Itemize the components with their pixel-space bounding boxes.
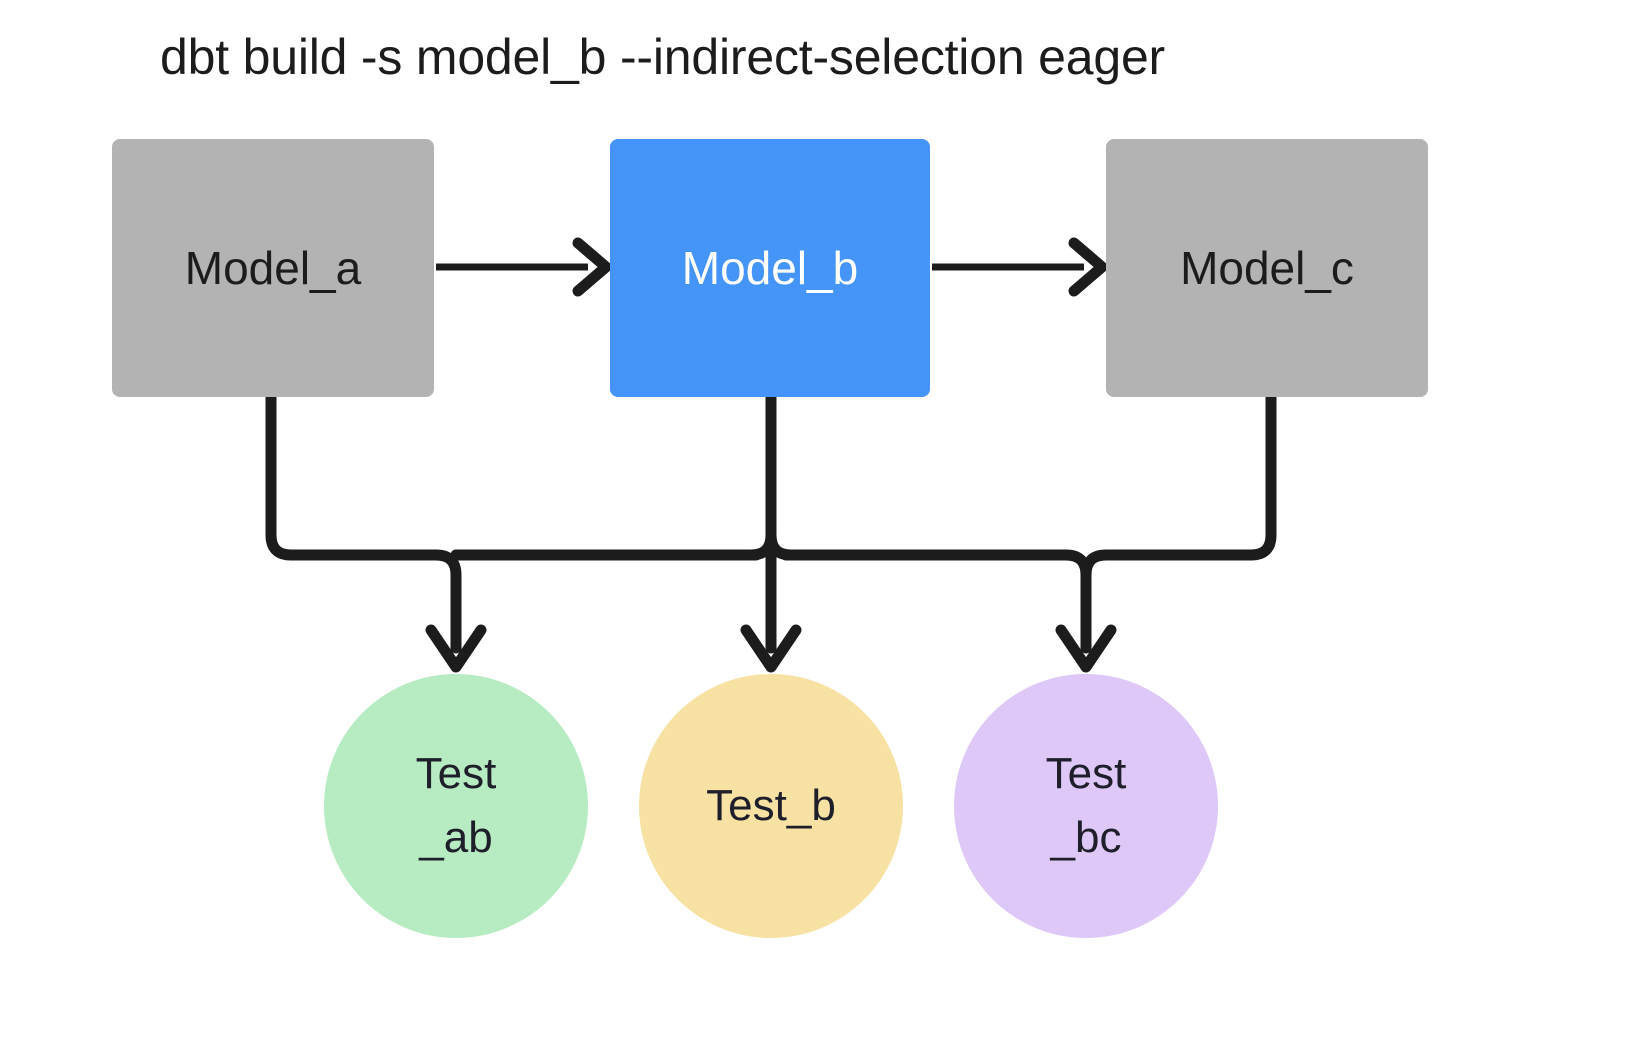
edge-model-b-to-test-bc bbox=[765, 529, 1117, 673]
node-test-b[interactable]: Test_b bbox=[639, 674, 903, 938]
node-test-bc[interactable]: Test _bc bbox=[954, 674, 1218, 938]
edge-model-b-to-test-b bbox=[740, 392, 802, 673]
node-model-c-label: Model_c bbox=[1180, 242, 1354, 294]
node-model-a[interactable]: Model_a bbox=[112, 139, 434, 397]
edge-model-a-to-model-b bbox=[436, 237, 612, 297]
diagram-title: dbt build -s model_b --indirect-selectio… bbox=[160, 29, 1166, 85]
node-test-ab-label-line2: _ab bbox=[419, 813, 493, 862]
node-model-b-label: Model_b bbox=[681, 242, 859, 294]
node-test-ab[interactable]: Test _ab bbox=[324, 674, 588, 938]
edge-model-c-to-test-bc bbox=[1080, 392, 1277, 581]
node-test-b-label-line1: Test_b bbox=[706, 781, 836, 831]
edge-model-b-to-test-ab bbox=[450, 529, 777, 561]
edge-model-b-to-model-c bbox=[932, 237, 1108, 297]
node-model-a-label: Model_a bbox=[184, 242, 362, 294]
node-test-bc-label-line2: _bc bbox=[1050, 813, 1122, 862]
node-test-ab-label-line1: Test bbox=[415, 749, 497, 799]
node-model-b[interactable]: Model_b bbox=[610, 139, 930, 397]
node-test-bc-label-line1: Test bbox=[1045, 749, 1127, 799]
edge-model-a-to-test-ab bbox=[265, 392, 487, 673]
node-model-c[interactable]: Model_c bbox=[1106, 139, 1428, 397]
